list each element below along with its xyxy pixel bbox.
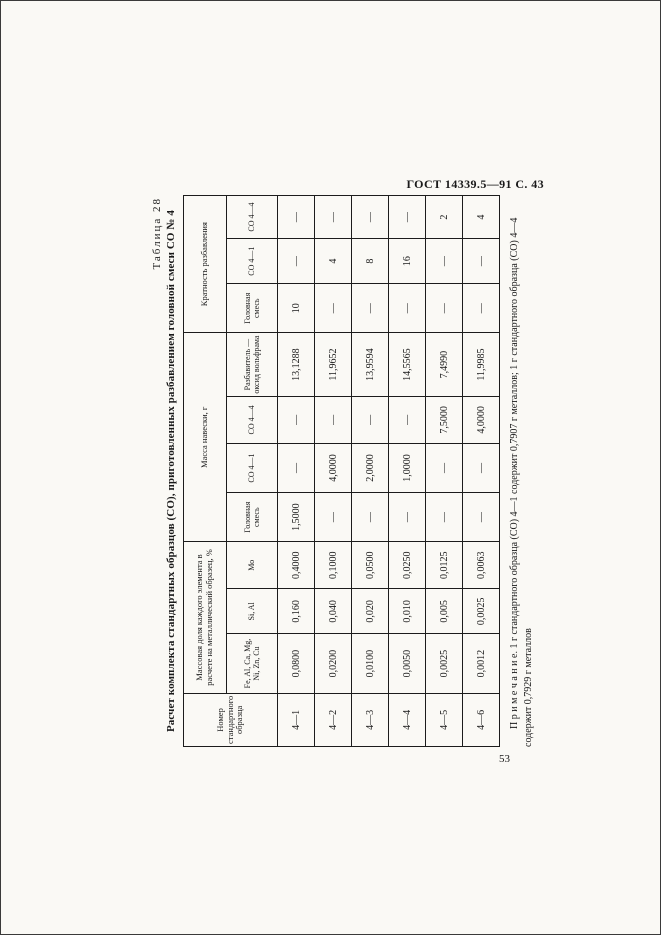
- table-cell: 0,0200: [314, 633, 352, 694]
- table-row: 4—3 0,0100 0,020 0,0500 — 2,0000 — 13,95…: [351, 195, 389, 747]
- table-cell: 0,040: [314, 588, 352, 634]
- table-cell: —: [388, 195, 426, 239]
- table-cell: —: [388, 283, 426, 333]
- table-cell: 11,9985: [462, 332, 500, 397]
- table-cell: 0,0125: [425, 541, 463, 589]
- table-cell: 0,020: [351, 588, 389, 634]
- table-cell: —: [388, 492, 426, 542]
- table-cell: 2,0000: [351, 443, 389, 493]
- table-caption: Таблица 28: [151, 197, 163, 270]
- table-cell: 4—4: [388, 693, 426, 747]
- table-row: 4—5 0,0025 0,005 0,0125 — — 7,5000 7,499…: [425, 195, 463, 747]
- col-header-head-mixture-mass: Головная смесь: [226, 492, 278, 542]
- table-row: 4—6 0,0012 0,0025 0,0063 — — 4,0000 11,9…: [462, 195, 500, 747]
- table-cell: 0,0500: [351, 541, 389, 589]
- col-header-mo: Мо: [226, 541, 278, 589]
- table-cell: —: [314, 492, 352, 542]
- table-cell: —: [351, 195, 389, 239]
- table-cell: 0,0050: [388, 633, 426, 694]
- page-number: 53: [499, 753, 510, 765]
- table-cell: 4,0000: [314, 443, 352, 493]
- table-cell: —: [425, 443, 463, 493]
- col-group-dilution-ratio: Кратность разбавления: [183, 195, 227, 333]
- table-cell: 0,1000: [314, 541, 352, 589]
- table-cell: —: [277, 195, 315, 239]
- table-cell: 0,005: [425, 588, 463, 634]
- table-cell: —: [314, 195, 352, 239]
- table-cell: —: [277, 238, 315, 284]
- table-cell: 13,1288: [277, 332, 315, 397]
- table-cell: 0,0012: [462, 633, 500, 694]
- table-cell: —: [462, 443, 500, 493]
- table-cell: —: [462, 492, 500, 542]
- rotated-table-block: Таблица 28 Расчет комплекта стандартных …: [151, 191, 571, 751]
- table-cell: 0,0025: [462, 588, 500, 634]
- table-cell: —: [462, 238, 500, 284]
- table-cell: 0,4000: [277, 541, 315, 589]
- table-cell: —: [351, 492, 389, 542]
- col-header-diluent: Разбавитель — оксид вольфрама: [226, 332, 278, 397]
- running-header: ГОСТ 14339.5—91 С. 43: [406, 177, 544, 191]
- table-cell: 4: [314, 238, 352, 284]
- table-cell: 4: [462, 195, 500, 239]
- table-title: Расчет комплекта стандартных образцов (С…: [165, 209, 177, 733]
- table-cell: 4—2: [314, 693, 352, 747]
- table-cell: 0,160: [277, 588, 315, 634]
- col-group-mass-fraction: Массовая доля каждого элемента в расчете…: [183, 541, 227, 694]
- table-cell: 10: [277, 283, 315, 333]
- table-cell: 1,0000: [388, 443, 426, 493]
- table-cell: —: [351, 283, 389, 333]
- table-cell: 4,0000: [462, 396, 500, 444]
- col-group-weighed-mass: Масса навески, г: [183, 332, 227, 542]
- col-header-co41-ratio: СО 4—1: [226, 238, 278, 284]
- col-header-elements-2: Si, Al: [226, 588, 278, 634]
- table-cell: 16: [388, 238, 426, 284]
- table-note: П р и м е ч а н и е. 1 г стандартного об…: [508, 195, 535, 747]
- header-row-sub: Fe, Al, Ca, Mg, Ni, Zn, Cu Si, Al Мо Гол…: [226, 195, 278, 747]
- table-cell: —: [277, 443, 315, 493]
- table-row: 4—1 0,0800 0,160 0,4000 1,5000 — — 13,12…: [277, 195, 315, 747]
- col-header-head-mixture-ratio: Головная смесь: [226, 283, 278, 333]
- table-cell: 0,0100: [351, 633, 389, 694]
- table-cell: 11,9652: [314, 332, 352, 397]
- table-row: 4—2 0,0200 0,040 0,1000 — 4,0000 — 11,96…: [314, 195, 352, 747]
- table-cell: 1,5000: [277, 492, 315, 542]
- table-cell: 2: [425, 195, 463, 239]
- table-cell: —: [277, 396, 315, 444]
- table-cell: 7,4990: [425, 332, 463, 397]
- table-cell: 7,5000: [425, 396, 463, 444]
- table-cell: 13,9594: [351, 332, 389, 397]
- table-cell: 0,0025: [425, 633, 463, 694]
- table-cell: —: [425, 238, 463, 284]
- table-cell: 4—3: [351, 693, 389, 747]
- col-header-co44-ratio: СО 4—4: [226, 195, 278, 239]
- table-note-text: П р и м е ч а н и е. 1 г стандартного об…: [509, 217, 534, 747]
- table-cell: —: [314, 283, 352, 333]
- table-cell: 4—6: [462, 693, 500, 747]
- table-row: 4—4 0,0050 0,010 0,0250 — 1,0000 — 14,55…: [388, 195, 426, 747]
- table-cell: 0,0063: [462, 541, 500, 589]
- table-cell: —: [425, 283, 463, 333]
- col-header-co44-mass: СО 4—4: [226, 396, 278, 444]
- col-header-co41-mass: СО 4—1: [226, 443, 278, 493]
- table-cell: —: [425, 492, 463, 542]
- table-cell: 4—5: [425, 693, 463, 747]
- table-cell: —: [388, 396, 426, 444]
- header-row-groups: Номер стандарт­ного образца Массовая дол…: [183, 195, 278, 747]
- table-cell: —: [462, 283, 500, 333]
- table-cell: —: [314, 396, 352, 444]
- table-cell: 8: [351, 238, 389, 284]
- table-cell: 0,010: [388, 588, 426, 634]
- table-cell: 4—1: [277, 693, 315, 747]
- data-table: Номер стандарт­ного образца Массовая дол…: [183, 195, 500, 747]
- table-cell: 0,0250: [388, 541, 426, 589]
- table-cell: 0,0800: [277, 633, 315, 694]
- table-cell: 14,5565: [388, 332, 426, 397]
- col-header-elements-1: Fe, Al, Ca, Mg, Ni, Zn, Cu: [226, 633, 278, 694]
- col-header-sample-number: Номер стандарт­ного образца: [183, 693, 278, 747]
- table-cell: —: [351, 396, 389, 444]
